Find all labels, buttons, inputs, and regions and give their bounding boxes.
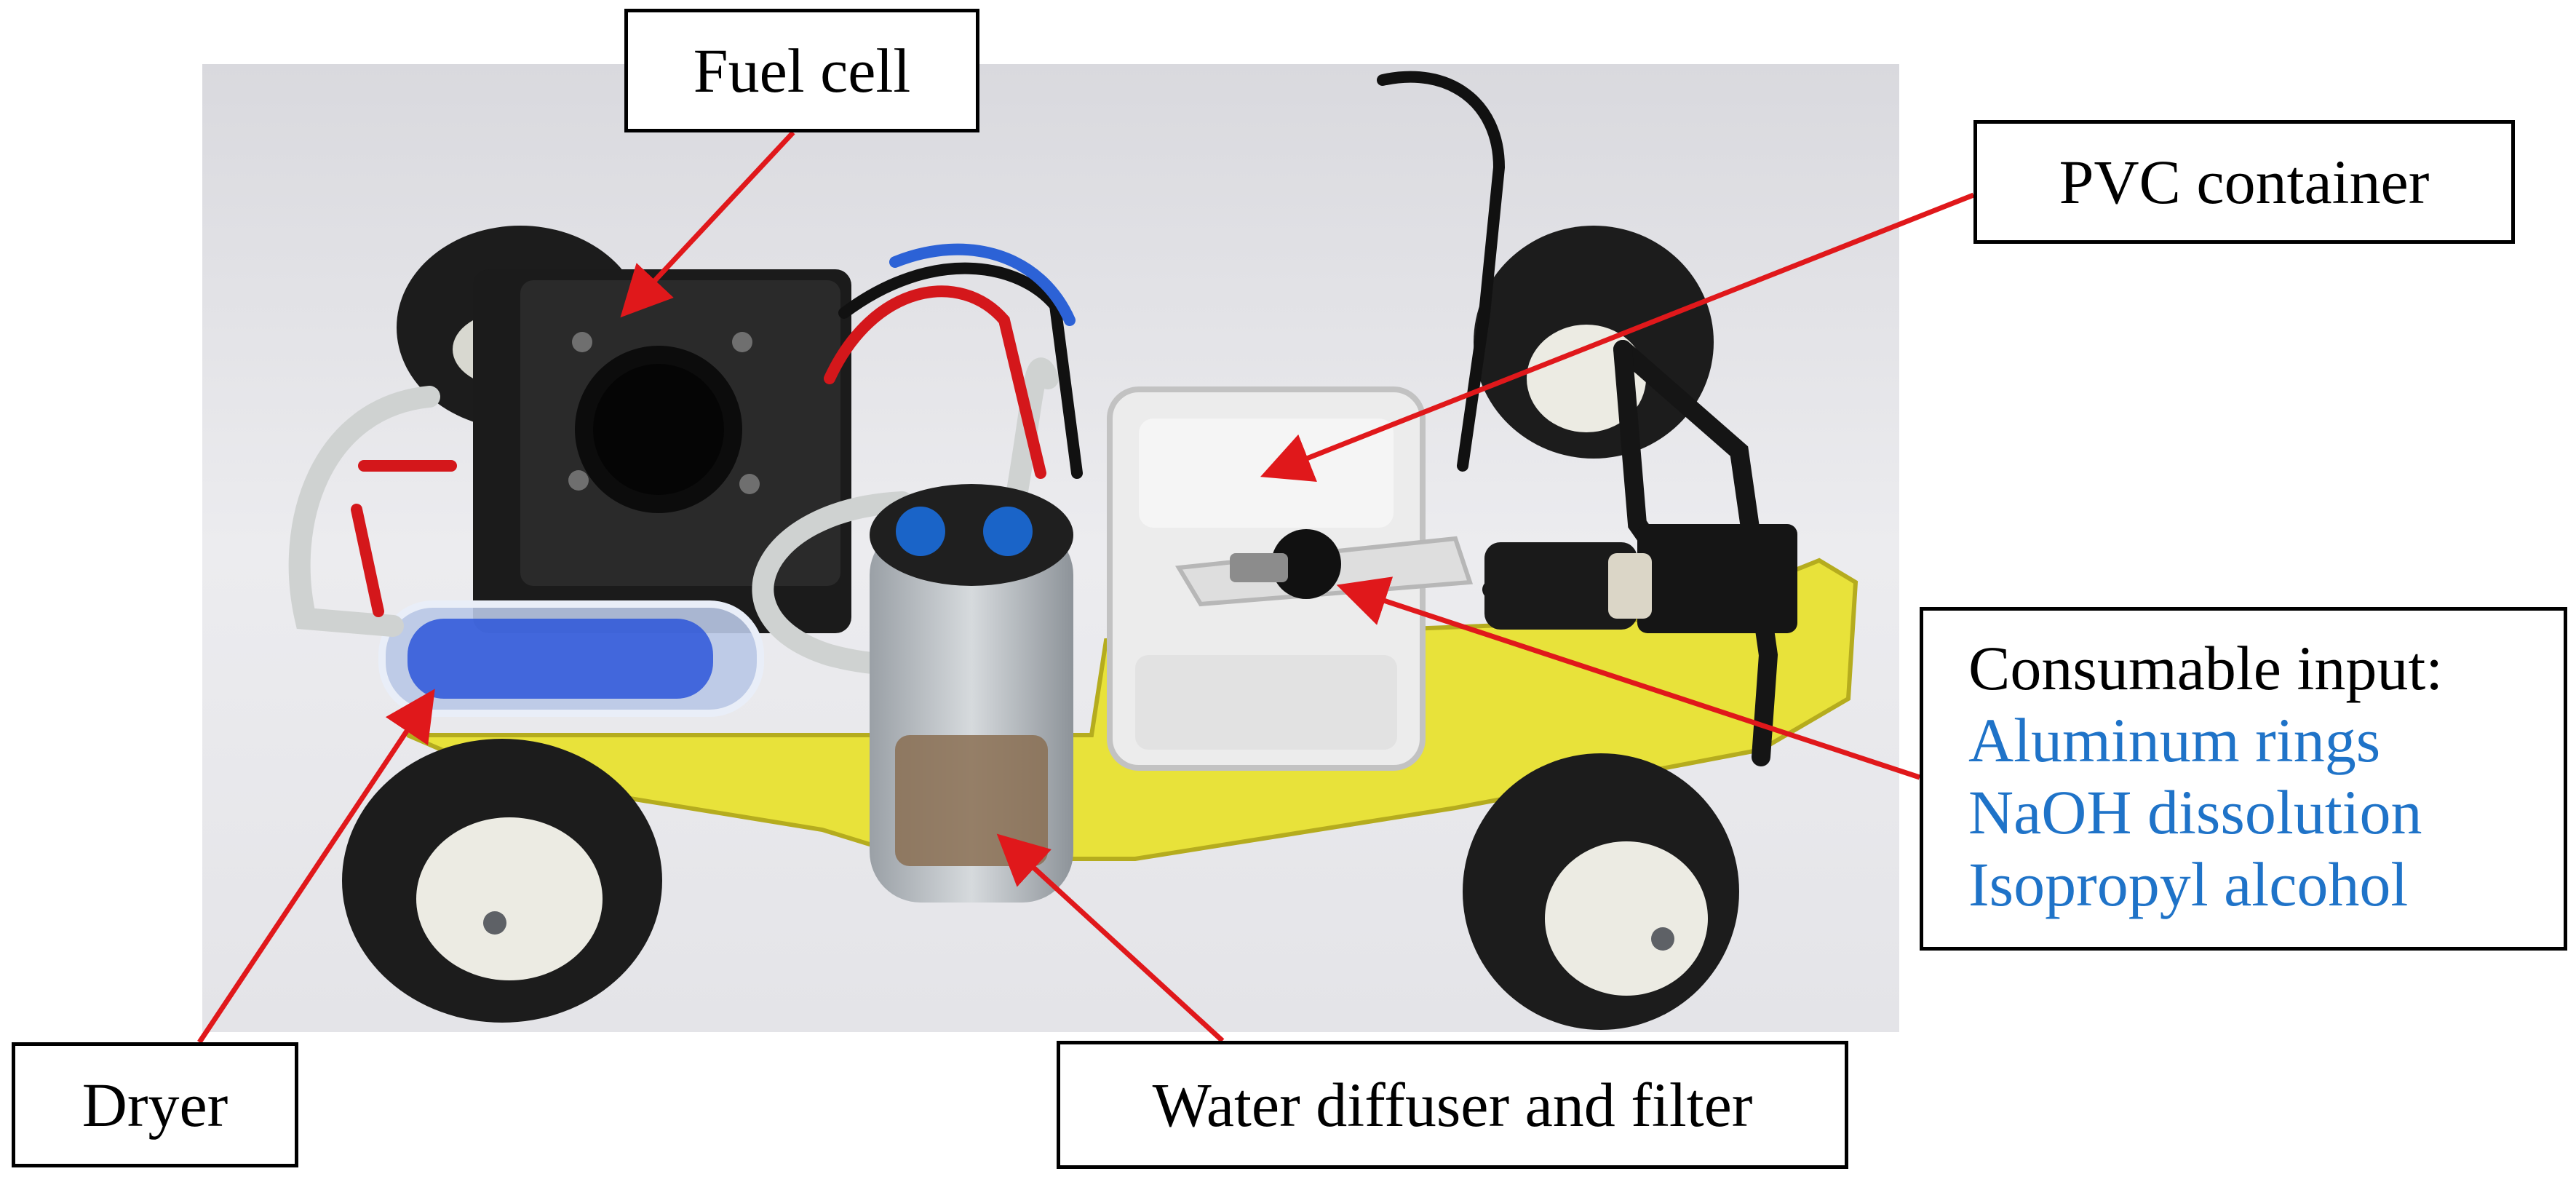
- arrow-water-diffuser: [996, 833, 1225, 1043]
- label-dryer-text: Dryer: [82, 1069, 228, 1140]
- consumable-item-naoh: NaOH dissolution: [1968, 777, 2422, 847]
- front-axle-block: [1637, 524, 1797, 633]
- arrow-consumable: [1336, 576, 1921, 780]
- wheel-rear-left: [342, 739, 662, 1023]
- dryer-tube: [378, 600, 764, 717]
- arrow-pvc-container: [1260, 192, 1975, 482]
- callout-arrows: [197, 130, 1975, 1044]
- fuel-cell-block: [473, 269, 851, 633]
- antenna-wire: [1377, 71, 1506, 472]
- label-pvc-container-text: PVC container: [2059, 146, 2430, 217]
- label-dryer: Dryer: [12, 1042, 298, 1167]
- wheel-front-right: [1463, 753, 1739, 1030]
- consumable-heading: Consumable input:: [1968, 633, 2444, 703]
- label-consumable-input: Consumable input: Aluminum rings NaOH di…: [1920, 607, 2567, 951]
- motor-coupling: [1608, 553, 1652, 619]
- label-pvc-container: PVC container: [1973, 120, 2515, 244]
- wiring: [351, 243, 1083, 617]
- label-water-diffuser-text: Water diffuser and filter: [1152, 1069, 1753, 1140]
- motor-block: [1484, 542, 1637, 630]
- consumable-item-isopropyl: Isopropyl alcohol: [1968, 849, 2409, 919]
- arrow-dryer: [197, 689, 435, 1044]
- arrow-fuel-cell: [620, 130, 795, 318]
- consumable-input-cap: [1175, 529, 1474, 607]
- label-fuel-cell-text: Fuel cell: [693, 35, 911, 106]
- wheel-rear-right: [1474, 226, 1714, 459]
- label-fuel-cell: Fuel cell: [624, 9, 979, 132]
- label-water-diffuser: Water diffuser and filter: [1057, 1041, 1848, 1169]
- consumable-item-aluminum: Aluminum rings: [1968, 705, 2381, 775]
- water-diffuser-canister: [870, 484, 1073, 903]
